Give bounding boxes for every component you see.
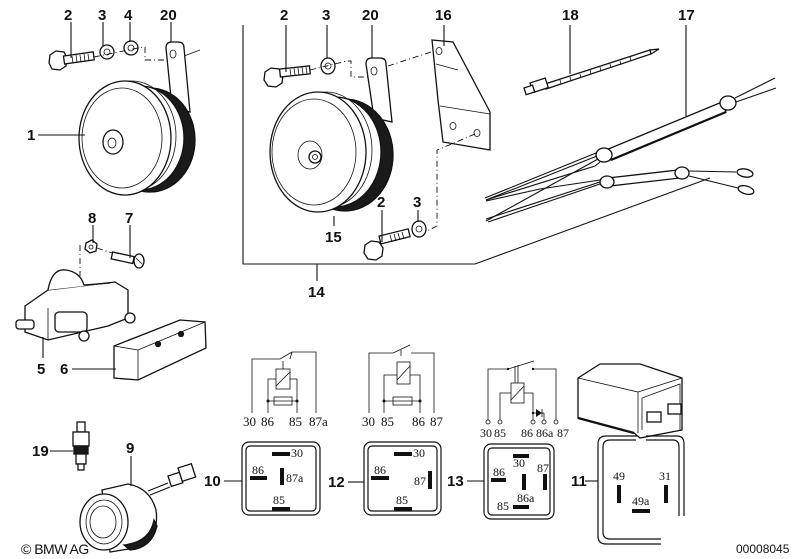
pin-label: 87a — [286, 471, 304, 485]
callout-8: 8 — [88, 210, 96, 227]
callout-7: 7 — [125, 210, 133, 227]
relay-13-schematic — [485, 360, 559, 425]
callout-20: 20 — [362, 7, 379, 24]
callout-16: 16 — [435, 7, 452, 24]
pin-label: 30 — [243, 414, 256, 429]
pin-label: 30 — [362, 414, 375, 429]
pin-label: 87 — [414, 474, 426, 488]
callout-2: 2 — [280, 7, 288, 24]
flasher-relay-icon — [577, 363, 683, 439]
pin-label: 87 — [430, 414, 444, 429]
pin-label: 86 — [374, 463, 386, 477]
callout-9: 9 — [126, 440, 134, 457]
pin-label: 87 — [557, 426, 569, 440]
pin-label: 85 — [273, 493, 285, 507]
relay-13[interactable]: 30 85 86 86a 87 30 87 86 86a 85 — [480, 360, 569, 520]
callout-10: 10 — [204, 473, 221, 490]
wiring-harness-part[interactable] — [484, 77, 777, 223]
relay-11-socket — [597, 435, 685, 545]
callout-2: 2 — [377, 194, 385, 211]
callout-5: 5 — [37, 361, 45, 378]
buzzer-icon — [79, 462, 197, 553]
pin-label: 85 — [494, 426, 506, 440]
pin-label: 30 — [291, 446, 303, 460]
pin-label: 86 — [412, 414, 426, 429]
callout-11: 11 — [571, 473, 587, 490]
relay-12-schematic — [368, 344, 435, 413]
callout-3: 3 — [98, 7, 106, 24]
switch-icon — [72, 421, 90, 471]
cable-tie-part[interactable] — [523, 48, 660, 96]
hex-bolt-icon — [363, 228, 411, 261]
pin-label: 30 — [413, 446, 425, 460]
callout-12: 12 — [328, 474, 345, 491]
callout-17: 17 — [678, 7, 695, 24]
wiring-harness-icon — [484, 77, 777, 223]
relay-10[interactable]: 30 86 85 87a 30 86 87a 85 — [241, 351, 328, 516]
relay-10-socket — [241, 441, 321, 516]
pin-label: 86 — [252, 463, 264, 477]
relay-12[interactable]: 30 85 86 87 30 86 87 85 — [362, 344, 444, 516]
callout-1: 1 — [27, 127, 35, 144]
spring-washer-icon — [99, 44, 115, 60]
hex-bolt-icon — [48, 50, 95, 71]
pin-label: 30 — [480, 426, 492, 440]
mounting-bracket-icon — [431, 39, 491, 151]
callout-3: 3 — [322, 7, 330, 24]
callout-20: 20 — [160, 7, 177, 24]
horn-left-assembly[interactable] — [48, 40, 201, 196]
horn-set-bracket-line — [242, 25, 711, 265]
diagram-number: 00008045 — [736, 542, 790, 556]
horn-right-assembly[interactable] — [263, 39, 491, 261]
relay-cover-icon — [113, 319, 207, 381]
horn-icon — [269, 91, 394, 213]
copyright-label: © BMW AG — [21, 541, 89, 557]
relay-holder-assembly[interactable] — [15, 239, 207, 381]
horn-bracket-icon — [365, 57, 393, 123]
pin-label: 85 — [381, 414, 394, 429]
callout-19: 19 — [32, 443, 49, 460]
pin-label: 87 — [537, 461, 549, 475]
callout-14[interactable]: 14 — [308, 284, 325, 301]
pin-label: 49a — [632, 494, 650, 508]
callout-18: 18 — [562, 7, 579, 24]
switch-part[interactable] — [72, 421, 90, 471]
cable-tie-icon — [523, 48, 660, 96]
buzzer-part[interactable] — [79, 462, 197, 553]
horn-icon — [78, 80, 196, 196]
spring-washer-icon — [411, 220, 427, 238]
callout-13: 13 — [447, 473, 464, 490]
callout-3: 3 — [413, 194, 421, 211]
relay-12-socket — [363, 441, 442, 516]
callout-4: 4 — [124, 7, 133, 24]
callout-6: 6 — [60, 361, 68, 378]
hex-bolt-icon — [263, 65, 311, 88]
callout-2: 2 — [64, 7, 72, 24]
pin-label: 49 — [613, 469, 625, 483]
pin-label: 86 — [521, 426, 533, 440]
pin-label: 85 — [497, 499, 509, 513]
lock-nut-icon — [84, 239, 98, 254]
callout-15: 15 — [325, 229, 342, 246]
pin-label: 85 — [396, 493, 408, 507]
relay-holder-icon — [15, 269, 136, 342]
pin-label: 86 — [493, 465, 505, 479]
pin-label: 31 — [659, 469, 671, 483]
pin-label: 86 — [261, 414, 275, 429]
pin-label: 30 — [513, 456, 525, 470]
pin-label: 87a — [309, 414, 328, 429]
pin-label: 85 — [289, 414, 302, 429]
relay-11[interactable]: 49 31 49a — [577, 363, 685, 545]
pin-label: 86a — [536, 426, 554, 440]
pin-label: 86a — [517, 491, 535, 505]
screw-icon — [110, 251, 145, 269]
relay-10-schematic — [251, 351, 317, 413]
